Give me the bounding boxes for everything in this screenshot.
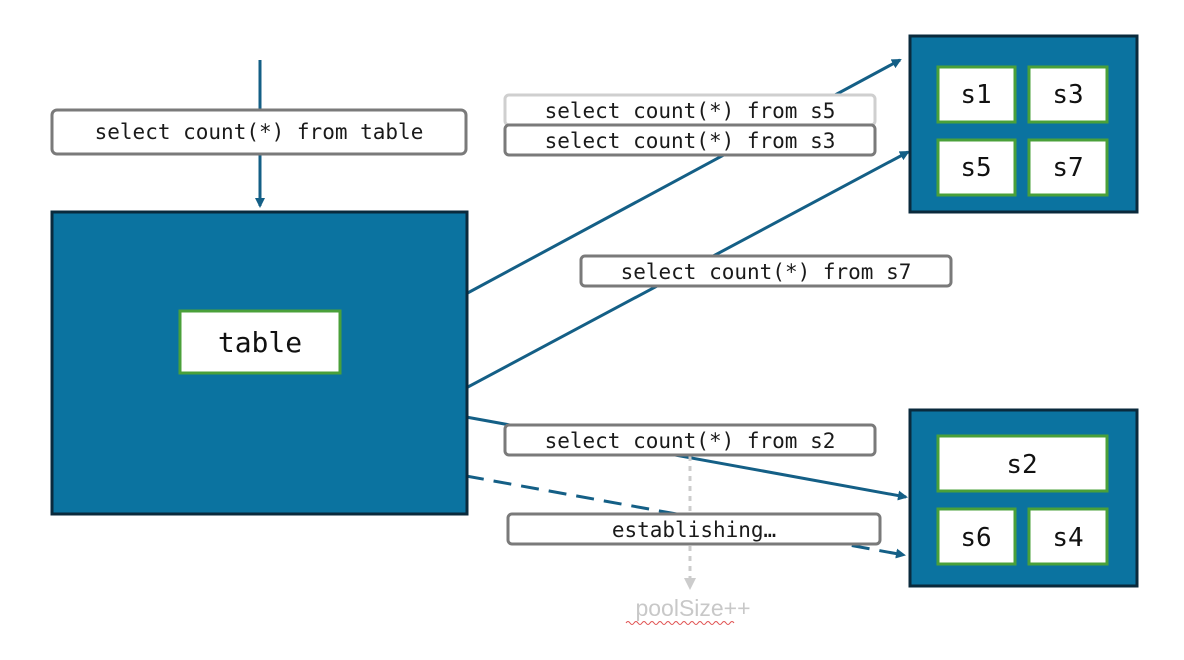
shard-label: s6 bbox=[960, 523, 991, 553]
subquery-s7-box bbox=[579, 254, 953, 288]
shard-s6 bbox=[936, 507, 1017, 566]
subquery-s3-box bbox=[503, 123, 877, 157]
shard-s7 bbox=[1027, 138, 1109, 197]
shard-label: s5 bbox=[960, 153, 991, 183]
establishing-box bbox=[506, 512, 882, 546]
shard-s3 bbox=[1027, 65, 1109, 124]
subquery-label: select count(*) from s5 bbox=[545, 99, 836, 123]
shard-s5 bbox=[936, 138, 1017, 197]
spellcheck-underline bbox=[625, 621, 735, 625]
table-box bbox=[178, 309, 342, 375]
pool-size-note: poolSize++ bbox=[635, 595, 750, 621]
shard-label: s1 bbox=[960, 80, 991, 110]
shard-label: s7 bbox=[1052, 153, 1083, 183]
subquery-label: select count(*) from s7 bbox=[621, 260, 912, 284]
query-label: select count(*) from table bbox=[95, 120, 424, 144]
table-label: table bbox=[218, 326, 302, 359]
subquery-s2-box bbox=[503, 423, 877, 457]
shard-s1 bbox=[936, 65, 1017, 124]
shard-s4 bbox=[1027, 507, 1109, 566]
shard-label: s4 bbox=[1052, 523, 1083, 553]
subquery-label: select count(*) from s3 bbox=[545, 129, 836, 153]
shard-label: s2 bbox=[1006, 450, 1037, 480]
subquery-label: select count(*) from s2 bbox=[545, 429, 836, 453]
establishing-label: establishing… bbox=[612, 518, 776, 542]
shard-s2 bbox=[936, 434, 1109, 493]
shard-label: s3 bbox=[1052, 80, 1083, 110]
query-label-box bbox=[50, 108, 468, 156]
